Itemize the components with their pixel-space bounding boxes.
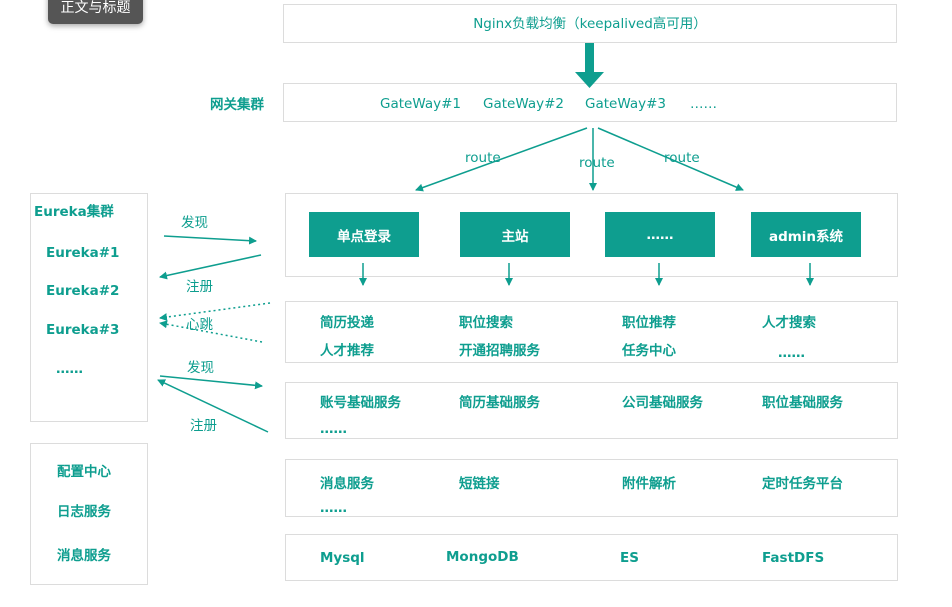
common-layer-box: 消息服务 短链接 附件解析 定时任务平台 ……	[285, 459, 898, 517]
eureka-node-3: Eureka#3	[46, 322, 120, 338]
base-service-item: 职位基础服务	[762, 395, 843, 411]
service-sso: 单点登录	[309, 212, 419, 257]
business-item: 开通招聘服务	[459, 343, 540, 359]
eureka-cluster-title: Eureka集群	[34, 204, 114, 220]
service-more: ……	[605, 212, 715, 257]
discover-label-top: 发现	[181, 215, 208, 231]
gateway-box: GateWay#1 GateWay#2 GateWay#3 ……	[283, 83, 897, 122]
register-label-bottom: 注册	[190, 418, 217, 434]
service-down-arrows	[359, 263, 814, 286]
route-label-middle: route	[579, 155, 615, 171]
storage-item-es: ES	[620, 550, 639, 566]
eureka-arrows	[157, 235, 271, 433]
business-item: 人才推荐	[320, 343, 374, 359]
base-layer-box: 账号基础服务 简历基础服务 公司基础服务 职位基础服务 ……	[285, 382, 898, 439]
business-layer-box: 简历投递 职位搜索 职位推荐 人才搜索 人才推荐 开通招聘服务 任务中心 ……	[285, 301, 898, 363]
route-arrows	[415, 127, 744, 192]
service-admin: admin系统	[751, 212, 861, 257]
nginx-label: Nginx负载均衡（keepalived高可用）	[473, 16, 707, 32]
eureka-node-more: ……	[56, 361, 83, 377]
eureka-node-1: Eureka#1	[46, 245, 120, 261]
route-label-right: route	[664, 150, 700, 166]
business-item: 职位搜索	[459, 315, 513, 331]
config-center-label: 配置中心	[57, 464, 111, 480]
nginx-to-gateway-arrow	[575, 43, 604, 88]
business-item: ……	[778, 345, 805, 361]
common-service-item: 定时任务平台	[762, 476, 843, 492]
business-item: 任务中心	[622, 343, 676, 359]
storage-item-mongodb: MongoDB	[446, 549, 519, 565]
gateway-item-1: GateWay#1	[380, 96, 461, 112]
storage-layer-box: Mysql MongoDB ES FastDFS	[285, 534, 898, 581]
eureka-cluster-box: Eureka集群 Eureka#1 Eureka#2 Eureka#3 ……	[30, 193, 148, 422]
business-item: 人才搜索	[762, 315, 816, 331]
base-service-item: 账号基础服务	[320, 395, 401, 411]
business-item: 简历投递	[320, 315, 374, 331]
storage-item-mysql: Mysql	[320, 550, 365, 566]
eureka-node-2: Eureka#2	[46, 283, 120, 299]
support-services-box: 配置中心 日志服务 消息服务	[30, 443, 148, 585]
register-label-top: 注册	[186, 279, 213, 295]
base-service-more: ……	[320, 421, 347, 437]
message-service-label: 消息服务	[57, 548, 111, 564]
tooltip: 正文与标题	[48, 0, 143, 24]
business-item: 职位推荐	[622, 315, 676, 331]
common-service-item: 消息服务	[320, 476, 374, 492]
common-service-more: ……	[320, 500, 347, 516]
common-service-item: 附件解析	[622, 476, 676, 492]
discover-label-bottom: 发现	[187, 360, 214, 376]
gateway-item-2: GateWay#2	[483, 96, 564, 112]
log-service-label: 日志服务	[57, 504, 111, 520]
nginx-box: Nginx负载均衡（keepalived高可用）	[283, 4, 897, 43]
service-main-site: 主站	[460, 212, 570, 257]
gateway-cluster-label: 网关集群	[210, 97, 264, 113]
common-service-item: 短链接	[459, 476, 500, 492]
services-box: 单点登录 主站 …… admin系统	[285, 193, 898, 277]
gateway-item-more: ……	[690, 96, 717, 112]
base-service-item: 公司基础服务	[622, 395, 703, 411]
gateway-item-3: GateWay#3	[585, 96, 666, 112]
base-service-item: 简历基础服务	[459, 395, 540, 411]
storage-item-fastdfs: FastDFS	[762, 550, 825, 566]
